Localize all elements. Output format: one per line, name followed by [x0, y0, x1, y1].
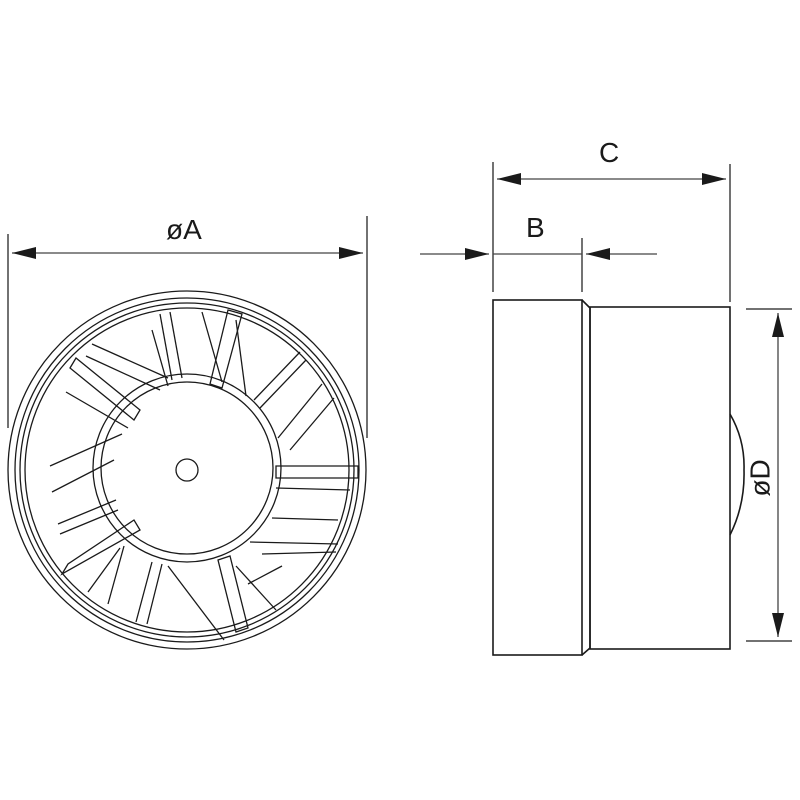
dimension-b-label: B	[526, 212, 545, 243]
body	[589, 306, 731, 650]
center-hole	[175, 458, 199, 482]
inner-rim	[19, 302, 355, 638]
inner-rim-2	[24, 307, 350, 633]
dimension-c-label: C	[599, 137, 620, 168]
vanes	[49, 309, 359, 641]
dimension-c	[492, 162, 731, 302]
motor-bulge	[729, 413, 745, 536]
dimension-b	[420, 238, 657, 292]
dimension-d-label: øD	[744, 459, 776, 497]
dimension-a-label: øA	[166, 214, 202, 245]
inlet-ring	[492, 299, 583, 656]
front-view	[7, 290, 367, 650]
side-view	[492, 299, 745, 656]
dimension-d	[746, 308, 792, 642]
hub	[100, 381, 274, 555]
outer-rim	[7, 290, 367, 650]
dimension-a	[7, 216, 368, 438]
outer-rim-inner	[14, 297, 360, 643]
hub-outer	[92, 373, 282, 563]
